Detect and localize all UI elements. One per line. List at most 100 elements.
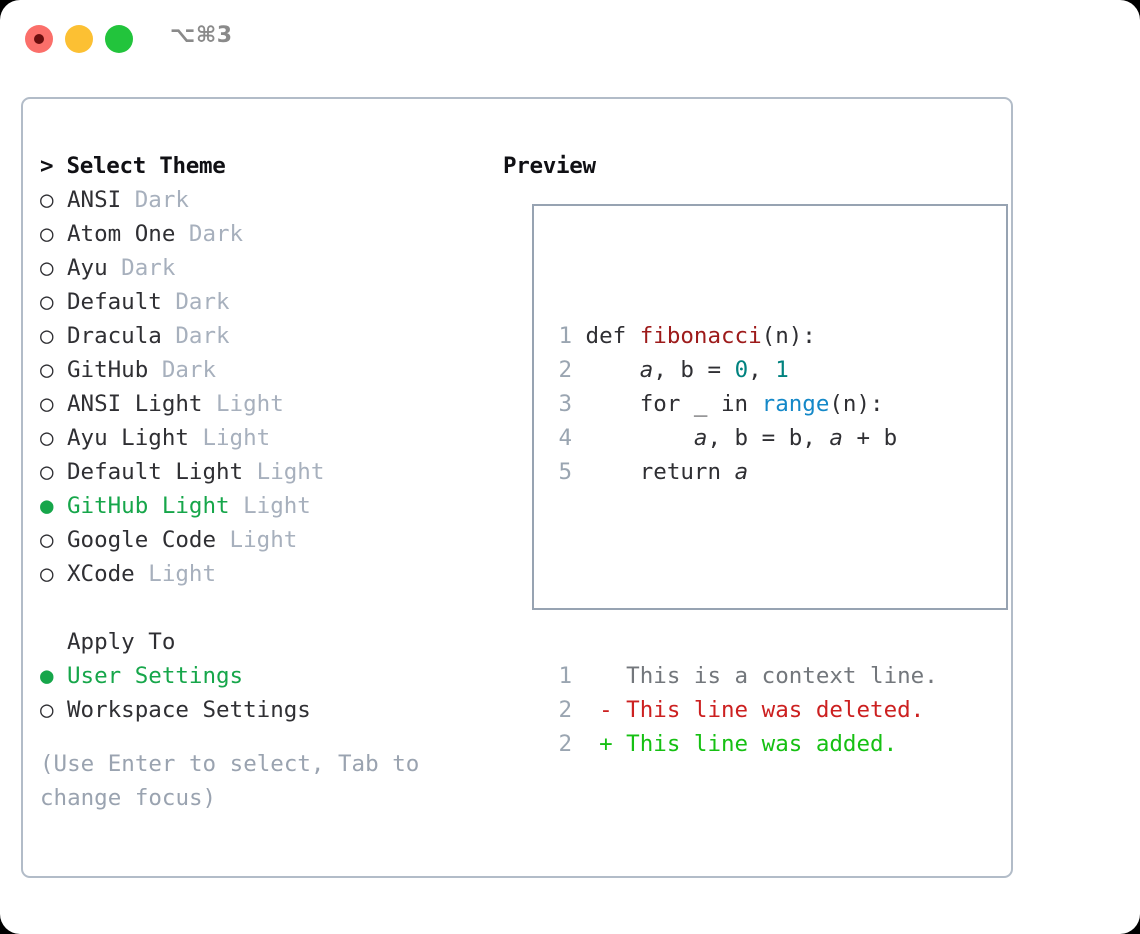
diff-line-number: 2 [558,731,572,757]
theme-item-variant: Dark [161,289,230,315]
maximize-window-button[interactable] [105,25,133,53]
radio-unselected-icon: ○ [40,425,54,451]
theme-item-label: Default Light [67,459,244,485]
preview-box: 1 def fibonacci(n):2 a, b = 0, 1 3 for _ … [532,204,1008,757]
diff-line-text: This is a context line. [612,663,938,689]
keyboard-hint-text: (Use Enter to select, Tab to change focu… [40,751,433,811]
apply-to-title-indent [40,625,67,659]
code-line: 2 a, b = 0, 1 [546,353,938,387]
apply-to-item-label: Workspace Settings [67,697,311,723]
code-token: a [829,425,843,451]
diff-line-number: 2 [558,697,572,723]
line-gutter-space [572,459,586,485]
apply-to-item[interactable]: ○ Workspace Settings [40,693,480,727]
theme-item[interactable]: ○Atom One Dark [40,217,480,251]
code-line: 5 return a [546,455,938,489]
diff-marker [572,663,613,689]
theme-item-variant: Dark [107,255,176,281]
code-token: a [734,459,749,485]
diff-line-text: This line was added. [612,731,898,757]
theme-item[interactable]: ○Dracula Dark [40,319,480,353]
theme-selector-column: > Select Theme ○ANSI Dark○Atom One Dark○… [40,149,480,815]
theme-item-variant: Light [229,493,311,519]
code-token: for _ in [585,391,762,417]
code-token: 1 [775,357,789,383]
radio-unselected-icon: ○ [40,357,54,383]
code-token [586,357,640,383]
theme-item[interactable]: ○Google Code Light [40,523,480,557]
code-token: return [585,459,735,485]
theme-item[interactable]: ○ Ayu Light Light [40,421,480,455]
radio-unselected-icon: ○ [40,391,54,417]
theme-item-variant: Dark [148,357,217,383]
theme-item-label: GitHub [67,357,149,383]
code-sample: 1 def fibonacci(n):2 a, b = 0, 1 3 for _ … [546,251,938,829]
diff-marker: + [572,731,613,757]
keyboard-shortcut-label: ⌥⌘3 [170,23,233,48]
theme-item[interactable]: ○ Default Light Light [40,455,480,489]
code-line: 1 def fibonacci(n): [546,319,938,353]
radio-unselected-icon: ○ [40,289,54,315]
diff-line: 2 - This line was deleted. [546,693,938,727]
radio-selected-icon: ● [40,493,54,519]
theme-item[interactable]: ○ GitHub Dark [40,353,480,387]
apply-to-item-label: User Settings [67,663,244,689]
theme-list: ○ANSI Dark○Atom One Dark○Ayu Dark○Defaul… [40,183,480,591]
line-number: 4 [558,425,572,451]
code-token: def [585,323,640,349]
list-spacer [40,591,480,625]
code-token: (n): [761,323,816,349]
theme-item-label: ANSI Light [67,391,203,417]
theme-item[interactable]: ○Ayu Dark [40,251,480,285]
code-gap [546,557,938,591]
theme-item-label: Default [67,289,162,315]
preview-column: Preview 1 def fibonacci(n):2 a, b = 0, 1… [503,149,1008,757]
minimize-window-button[interactable] [65,25,93,53]
title-bar: ⌥⌘3 [0,0,1140,78]
diff-line: 1 This is a context line. [546,659,938,693]
theme-item[interactable]: ○ANSI Dark [40,183,480,217]
theme-item-variant: Light [134,561,217,587]
line-gutter-space [572,391,586,417]
line-gutter-space [572,357,586,383]
close-icon [34,34,44,44]
theme-item[interactable]: ●GitHub Light Light [40,489,480,523]
radio-unselected-icon: ○ [40,697,54,723]
code-token: , b = b, [707,425,830,451]
code-token: , [748,357,776,383]
theme-item-variant: Light [243,459,325,485]
theme-item-label: Ayu Light [67,425,189,451]
radio-unselected-icon: ○ [40,323,54,349]
theme-item-variant: Light [202,391,284,417]
apply-to-item[interactable]: ●User Settings [40,659,480,693]
theme-item-variant: Dark [121,187,189,213]
diff-line-text: This line was deleted. [612,697,925,723]
main-panel: > Select Theme ○ANSI Dark○Atom One Dark○… [21,97,1013,878]
diff-line: 2 + This line was added. [546,727,938,761]
theme-item[interactable]: ○XCode Light [40,557,480,591]
line-gutter-space [572,425,586,451]
preview-title: Preview [503,153,596,179]
theme-item-variant: Light [216,527,298,553]
line-number: 2 [558,357,572,383]
line-number: 5 [558,459,572,485]
theme-item-label: Atom One [67,221,176,247]
radio-unselected-icon: ○ [40,459,54,485]
select-theme-header: > Select Theme [40,153,226,179]
theme-item-variant: Dark [161,323,230,349]
line-gutter-space [572,323,586,349]
close-window-button[interactable] [25,25,53,53]
theme-item-variant: Light [188,425,271,451]
theme-item-label: Ayu [67,255,108,281]
line-number: 3 [558,391,572,417]
radio-unselected-icon: ○ [40,187,54,213]
theme-item[interactable]: ○ Default Dark [40,285,480,319]
code-token: a [693,425,708,451]
theme-item[interactable]: ○ ANSI Light Light [40,387,480,421]
code-token: , b = [653,357,735,383]
code-line: 4 a, b = b, a + b [546,421,938,455]
apply-to-title: Apply To [40,625,480,659]
code-lines: 1 def fibonacci(n):2 a, b = 0, 1 3 for _ … [546,319,938,489]
theme-item-label: XCode [67,561,135,587]
